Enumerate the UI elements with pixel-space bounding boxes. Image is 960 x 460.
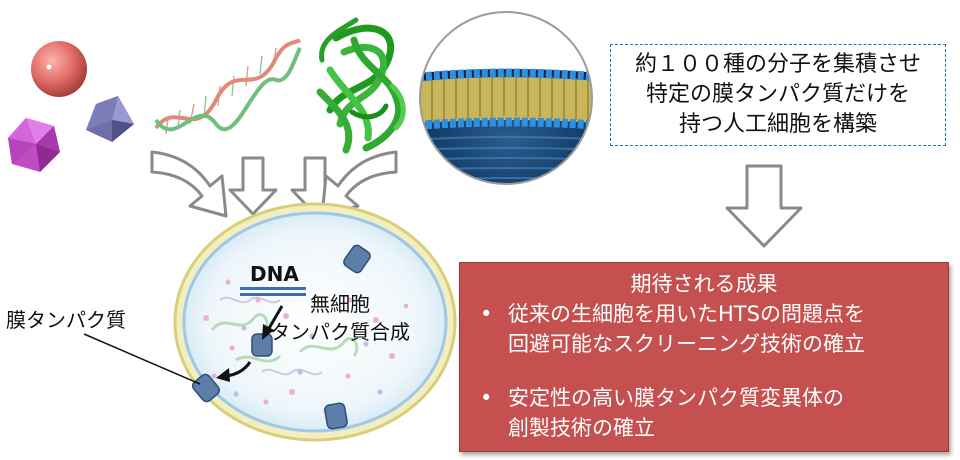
dna-label: DNA (250, 262, 299, 286)
bullet-icon: • (480, 386, 493, 410)
cellfree-synthesis-label: 無細胞 タンパク質合成 (270, 290, 410, 346)
octahedron-icon (86, 96, 134, 142)
summary-line: 持つ人工細胞を構築 (678, 112, 877, 137)
lipid-bilayer-icon (419, 11, 593, 185)
protein-structure-icon (316, 17, 406, 154)
membrane-leader-line (83, 333, 201, 385)
result-bullet: • 安定性の高い膜タンパク質変異体の 創製技術の確立 (460, 383, 948, 443)
membrane-protein-label: 膜タンパク質 (6, 308, 126, 332)
bullet-icon: • (480, 302, 493, 326)
summary-line: 約１００種の分子を集積させ (634, 52, 921, 77)
cellfree-label-line2: タンパク質合成 (270, 320, 410, 344)
arrow-down-icon (725, 164, 803, 248)
results-box: 期待される成果 • 従来の生細胞を用いたHTSの問題点を 回避可能なスクリーニン… (459, 262, 949, 452)
result-bullet-line: 従来の生細胞を用いたHTSの問題点を (508, 302, 865, 326)
sphere-icon (31, 41, 87, 97)
icosahedron-icon (8, 118, 60, 172)
arrow-down-icon (150, 150, 398, 218)
cellfree-label-line1: 無細胞 (310, 292, 370, 316)
result-bullet-line: 創製技術の確立 (508, 416, 655, 440)
result-bullet-line: 安定性の高い膜タンパク質変異体の (508, 386, 844, 410)
results-title: 期待される成果 (630, 272, 778, 296)
result-bullet-line: 回避可能なスクリーニング技術の確立 (508, 332, 865, 356)
summary-line: 特定の膜タンパク質だけを (645, 82, 910, 107)
result-bullet: • 従来の生細胞を用いたHTSの問題点を 回避可能なスクリーニング技術の確立 (460, 299, 948, 359)
dna-helix-icon (154, 38, 302, 135)
artificial-cell-icon (173, 202, 457, 442)
summary-box: 約１００種の分子を集積させ 特定の膜タンパク質だけを 持つ人工細胞を構築 (610, 44, 946, 146)
